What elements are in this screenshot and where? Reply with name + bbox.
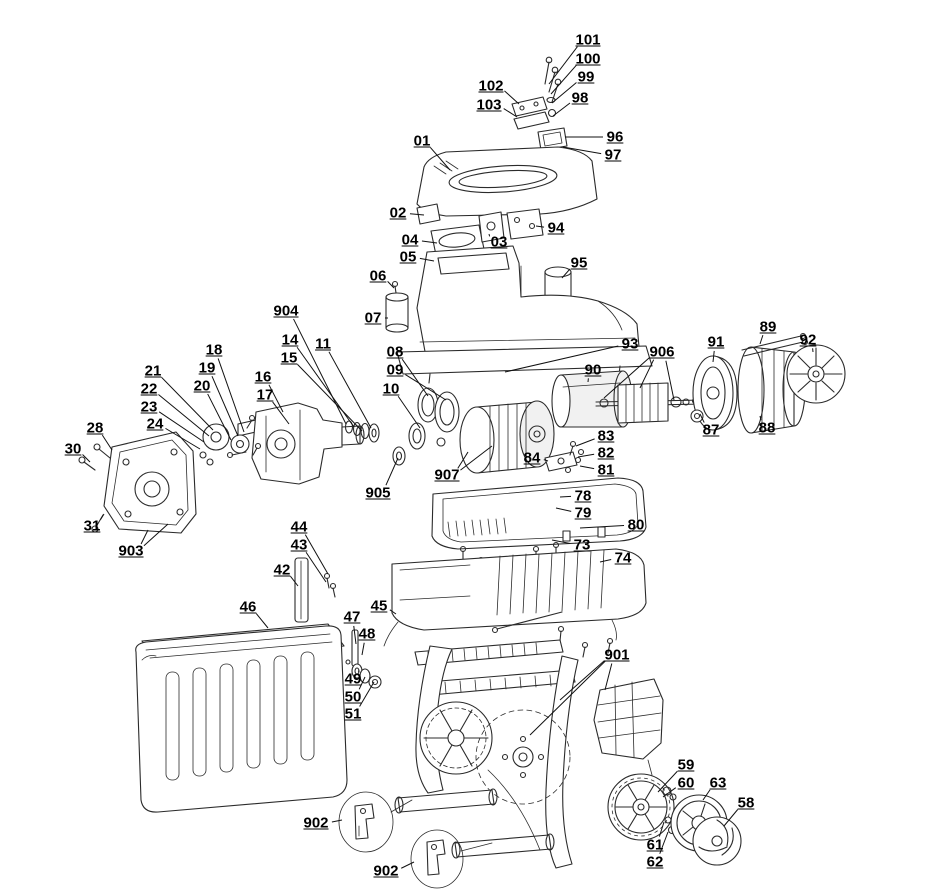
cylinder-07 bbox=[385, 280, 409, 333]
strip-42 bbox=[294, 557, 337, 623]
part-label-02-9: 02 bbox=[389, 204, 407, 222]
part-label-103-5: 103 bbox=[476, 96, 502, 114]
part-label-79-52: 79 bbox=[574, 504, 592, 522]
part-label-99-2: 99 bbox=[577, 68, 595, 86]
part-label-88-46: 88 bbox=[758, 419, 776, 437]
part-label-81-50: 81 bbox=[597, 461, 615, 479]
part-label-89-28: 89 bbox=[759, 318, 777, 336]
part-label-08-21: 08 bbox=[386, 343, 404, 361]
bracket-84 bbox=[544, 440, 585, 474]
part-label-15-19: 15 bbox=[280, 349, 298, 367]
part-label-74-55: 74 bbox=[614, 549, 632, 567]
part-label-90-25: 90 bbox=[584, 361, 602, 379]
part-label-22-34: 22 bbox=[140, 380, 158, 398]
part-label-31-41: 31 bbox=[83, 517, 101, 535]
mount-parts-group bbox=[416, 203, 544, 256]
part-label-14-18: 14 bbox=[281, 331, 299, 349]
part-label-05-13: 05 bbox=[399, 248, 417, 266]
part-label-83-47: 83 bbox=[597, 427, 615, 445]
part-label-17-38: 17 bbox=[256, 386, 274, 404]
part-label-18-30: 18 bbox=[205, 341, 223, 359]
part-label-905-43: 905 bbox=[365, 484, 391, 502]
part-label-902-74: 902 bbox=[373, 862, 399, 880]
part-label-906-26: 906 bbox=[649, 343, 675, 361]
part-label-91-27: 91 bbox=[707, 333, 725, 351]
rings-08-10 bbox=[392, 387, 460, 466]
part-label-80-53: 80 bbox=[627, 516, 645, 534]
part-label-87-45: 87 bbox=[702, 421, 720, 439]
part-label-907-44: 907 bbox=[434, 466, 460, 484]
part-label-102-4: 102 bbox=[478, 77, 504, 95]
fan-92 bbox=[786, 344, 846, 404]
part-label-101-0: 101 bbox=[575, 31, 601, 49]
part-label-903-42: 903 bbox=[118, 542, 144, 560]
part-label-902-73: 902 bbox=[303, 814, 329, 832]
part-label-44-56: 44 bbox=[290, 518, 308, 536]
part-label-47-61: 47 bbox=[343, 608, 361, 626]
part-label-42-58: 42 bbox=[273, 561, 291, 579]
part-label-06-15: 06 bbox=[369, 267, 387, 285]
part-label-60-68: 60 bbox=[677, 774, 695, 792]
part-label-04-10: 04 bbox=[401, 231, 419, 249]
part-label-98-3: 98 bbox=[571, 89, 589, 107]
part-label-62-72: 62 bbox=[646, 853, 664, 871]
part-label-51-65: 51 bbox=[344, 705, 362, 723]
part-label-100-1: 100 bbox=[575, 50, 601, 68]
frame-901 bbox=[394, 637, 664, 869]
part-label-45-60: 45 bbox=[370, 597, 388, 615]
part-label-21-33: 21 bbox=[144, 362, 162, 380]
part-label-58-70: 58 bbox=[737, 794, 755, 812]
basket-46 bbox=[135, 623, 348, 813]
part-label-20-32: 20 bbox=[193, 377, 211, 395]
lock-parts-47-51 bbox=[345, 629, 382, 689]
part-label-95-14: 95 bbox=[570, 254, 588, 272]
part-label-84-48: 84 bbox=[523, 449, 541, 467]
part-label-92-29: 92 bbox=[799, 331, 817, 349]
upper-tray-78 bbox=[431, 477, 647, 574]
part-label-30-40: 30 bbox=[64, 440, 82, 458]
housing-88 bbox=[737, 332, 809, 434]
part-label-03-11: 03 bbox=[490, 233, 508, 251]
part-label-11-20: 11 bbox=[315, 335, 331, 353]
part-label-82-49: 82 bbox=[597, 444, 615, 462]
flange-903 bbox=[78, 431, 197, 534]
part-label-901-66: 901 bbox=[604, 646, 630, 664]
part-label-49-63: 49 bbox=[344, 670, 362, 688]
part-label-01-8: 01 bbox=[413, 132, 431, 150]
part-label-97-7: 97 bbox=[604, 146, 622, 164]
part-label-93-24: 93 bbox=[621, 335, 639, 353]
part-label-59-67: 59 bbox=[677, 756, 695, 774]
part-label-19-31: 19 bbox=[198, 359, 216, 377]
part-label-46-59: 46 bbox=[239, 598, 257, 616]
part-label-78-51: 78 bbox=[574, 487, 592, 505]
part-label-96-6: 96 bbox=[606, 128, 624, 146]
part-label-63-69: 63 bbox=[709, 774, 727, 792]
part-label-904-17: 904 bbox=[273, 302, 299, 320]
part-label-73-54: 73 bbox=[573, 536, 591, 554]
lower-tray-74 bbox=[383, 548, 647, 658]
part-label-10-23: 10 bbox=[382, 380, 400, 398]
part-label-28-39: 28 bbox=[86, 419, 104, 437]
part-label-48-62: 48 bbox=[358, 625, 376, 643]
part-label-43-57: 43 bbox=[290, 536, 308, 554]
part-label-50-64: 50 bbox=[344, 688, 362, 706]
part-label-94-12: 94 bbox=[547, 219, 565, 237]
part-label-07-16: 07 bbox=[364, 309, 382, 327]
part-label-61-71: 61 bbox=[646, 836, 664, 854]
part-label-23-35: 23 bbox=[140, 398, 158, 416]
part-label-24-36: 24 bbox=[146, 415, 164, 433]
part-label-09-22: 09 bbox=[386, 361, 404, 379]
part-label-16-37: 16 bbox=[254, 368, 272, 386]
